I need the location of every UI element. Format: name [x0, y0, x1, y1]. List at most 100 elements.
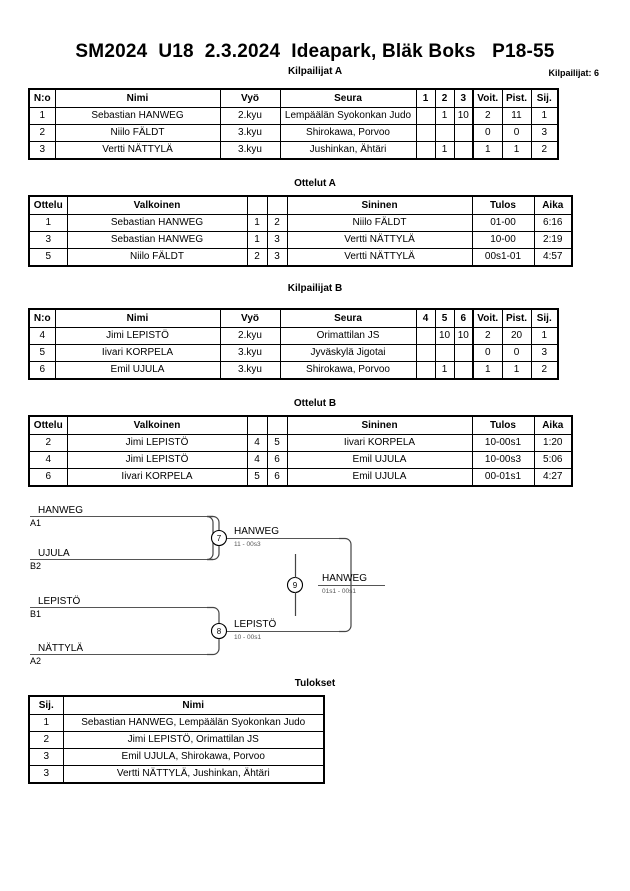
cell-name: Sebastian HANWEG, Lempäälän Syokonkan Ju… — [62, 714, 325, 732]
cell-name: Iivari KORPELA — [54, 344, 221, 362]
bracket-entry-name-1: HANWEG — [38, 505, 83, 516]
cell-time: 4:57 — [533, 248, 573, 267]
cell-points: 1 — [501, 141, 532, 160]
cell-blue: Iivari KORPELA — [286, 434, 473, 452]
cell-result: 10-00 — [471, 231, 535, 249]
entrant-count-label: Kilpailijat: 6 — [548, 68, 599, 78]
cell-time: 4:27 — [533, 468, 573, 487]
col-white-no — [246, 195, 268, 215]
col-name: Nimi — [54, 308, 221, 328]
table-row: 2 Jimi LEPISTÖ 4 5 Iivari KORPELA 10-00s… — [28, 434, 573, 452]
cell-points: 1 — [501, 361, 532, 380]
bracket-entry-name-3: LEPISTÖ — [38, 595, 80, 607]
cell-score-4 — [415, 327, 436, 345]
cell-belt: 2.kyu — [219, 107, 281, 125]
bracket-node-7 — [210, 529, 228, 547]
cell-score-5 — [434, 344, 455, 362]
cell-belt: 2.kyu — [219, 327, 281, 345]
cell-rank: 3 — [28, 765, 64, 784]
cell-no: 1 — [28, 107, 56, 125]
cell-points: 0 — [501, 344, 532, 362]
cell-white: Iivari KORPELA — [66, 468, 248, 487]
cell-match-no: 4 — [28, 451, 68, 469]
cell-match-no: 2 — [28, 434, 68, 452]
cell-result: 10-00s1 — [471, 434, 535, 452]
cell-match-no: 6 — [28, 468, 68, 487]
col-belt: Vyö — [219, 88, 281, 108]
cell-white-no: 4 — [246, 434, 268, 452]
cell-belt: 3.kyu — [219, 361, 281, 380]
cell-name: Emil UJULA — [54, 361, 221, 380]
pool-a-table: N:o Nimi Vyö Seura 1 2 3 Voit. Pist. Sij… — [28, 88, 559, 160]
table-row: 6 Iivari KORPELA 5 6 Emil UJULA 00-01s1 … — [28, 468, 573, 487]
cell-belt: 3.kyu — [219, 124, 281, 142]
col-white: Valkoinen — [66, 415, 248, 435]
table-header-row: N:o Nimi Vyö Seura 4 5 6 Voit. Pist. Sij… — [28, 308, 559, 328]
cell-wins: 0 — [472, 124, 503, 142]
cell-match-no: 3 — [28, 231, 68, 249]
cell-score-1 — [415, 107, 436, 125]
col-wins: Voit. — [472, 308, 503, 328]
cell-white: Sebastian HANWEG — [66, 214, 248, 232]
bracket-entry-name-4: NÄTTYLÄ — [38, 642, 83, 654]
cell-no: 6 — [28, 361, 56, 380]
cell-score-4 — [415, 361, 436, 380]
cell-name: Emil UJULA, Shirokawa, Porvoo — [62, 748, 325, 766]
cell-name: Vertti NÄTTYLÄ, Jushinkan, Ähtäri — [62, 765, 325, 784]
cell-points: 11 — [501, 107, 532, 125]
table-row: 3 Vertti NÄTTYLÄ, Jushinkan, Ähtäri — [28, 765, 325, 784]
col-score-1: 1 — [415, 88, 436, 108]
col-time: Aika — [533, 415, 573, 435]
cell-white: Sebastian HANWEG — [66, 231, 248, 249]
cell-name: Jimi LEPISTÖ — [54, 327, 221, 345]
table-row: 4 Jimi LEPISTÖ 4 6 Emil UJULA 10-00s3 5:… — [28, 451, 573, 469]
cell-club: Jushinkan, Ähtäri — [279, 141, 417, 160]
pool-b-table: N:o Nimi Vyö Seura 4 5 6 Voit. Pist. Sij… — [28, 308, 559, 380]
cell-wins: 1 — [472, 141, 503, 160]
cell-white-no: 4 — [246, 451, 268, 469]
table-row: 1 Sebastian HANWEG, Lempäälän Syokonkan … — [28, 714, 325, 732]
cell-rank: 1 — [530, 327, 559, 345]
table-row: 5 Niilo FÄLDT 2 3 Vertti NÄTTYLÄ 00s1-01… — [28, 248, 573, 267]
cell-club: Jyväskylä Jigotai — [279, 344, 417, 362]
col-match-no: Ottelu — [28, 195, 68, 215]
cell-no: 2 — [28, 124, 56, 142]
cell-wins: 2 — [472, 327, 503, 345]
col-match-no: Ottelu — [28, 415, 68, 435]
cell-score-2 — [434, 124, 455, 142]
cell-points: 20 — [501, 327, 532, 345]
cell-score-5: 1 — [434, 361, 455, 380]
table-row: 1 Sebastian HANWEG 2.kyu Lempäälän Syoko… — [28, 107, 559, 125]
table-row: 4 Jimi LEPISTÖ 2.kyu Orimattilan JS 10 1… — [28, 327, 559, 345]
cell-time: 6:16 — [533, 214, 573, 232]
cell-blue: Vertti NÄTTYLÄ — [286, 231, 473, 249]
cell-rank: 3 — [530, 124, 559, 142]
bracket-score-7: 11 - 00s3 — [234, 541, 261, 548]
cell-blue-no: 3 — [266, 248, 288, 267]
cell-club: Shirokawa, Porvoo — [279, 124, 417, 142]
cell-blue: Emil UJULA — [286, 468, 473, 487]
cell-belt: 3.kyu — [219, 141, 281, 160]
table-header-row: Sij. Nimi — [28, 695, 325, 715]
table-row: 6 Emil UJULA 3.kyu Shirokawa, Porvoo 1 1… — [28, 361, 559, 380]
bracket-winner-7: HANWEG — [234, 526, 279, 537]
cell-no: 5 — [28, 344, 56, 362]
bracket-score-8: 10 - 00s1 — [234, 634, 261, 641]
table-row: 1 Sebastian HANWEG 1 2 Niilo FÄLDT 01-00… — [28, 214, 573, 232]
cell-wins: 1 — [472, 361, 503, 380]
col-result: Tulos — [471, 195, 535, 215]
cell-score-1 — [415, 124, 436, 142]
col-no: N:o — [28, 308, 56, 328]
bracket-node-8 — [210, 622, 228, 640]
cell-white: Jimi LEPISTÖ — [66, 451, 248, 469]
cell-blue-no: 6 — [266, 468, 288, 487]
cell-white-no: 1 — [246, 214, 268, 232]
cell-rank: 2 — [530, 141, 559, 160]
col-rank: Sij. — [28, 695, 64, 715]
cell-score-2: 1 — [434, 141, 455, 160]
cell-score-6 — [453, 344, 474, 362]
cell-rank: 1 — [28, 714, 64, 732]
col-result: Tulos — [471, 415, 535, 435]
cell-club: Orimattilan JS — [279, 327, 417, 345]
cell-score-2: 1 — [434, 107, 455, 125]
